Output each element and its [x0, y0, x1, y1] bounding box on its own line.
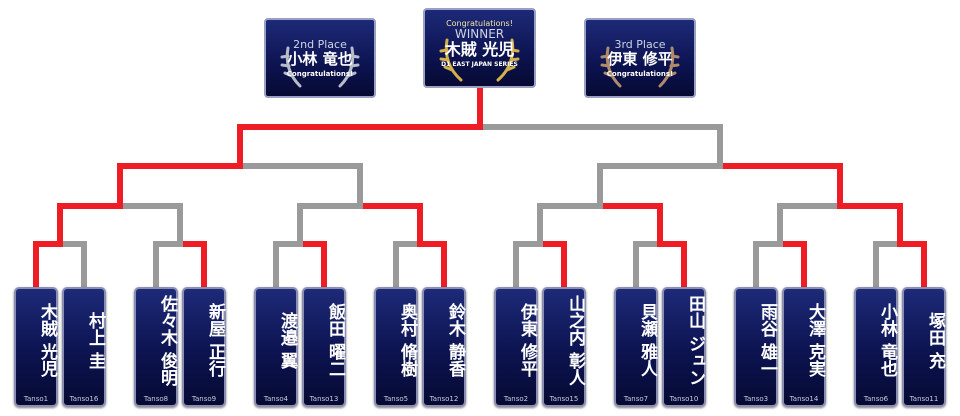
player-name: 鈴木 静香 — [445, 303, 465, 377]
player-tanso: Tanso14 — [789, 395, 819, 403]
player-tanso: Tanso1 — [23, 395, 49, 403]
winner-heading: Congratulations! — [446, 19, 513, 28]
silver-wreath-icon — [280, 46, 360, 88]
player-name: 村上 圭 — [85, 311, 105, 369]
player-tanso: Tanso4 — [263, 395, 289, 403]
third-place-name: 伊東 修平 — [607, 50, 673, 68]
player-card-1: 木賊 光児 Tanso1 — [14, 287, 58, 407]
winner-card: Congratulations! WINNER 木賊 光児 D1 EAST JA… — [423, 8, 536, 88]
player-card-11: 貝瀬 雅人 Tanso7 — [614, 287, 658, 407]
player-tanso: Tanso13 — [309, 395, 339, 403]
player-card-13: 雨谷 雄一 Tanso3 — [734, 287, 778, 407]
player-card-14: 大澤 克実 Tanso14 — [782, 287, 826, 407]
player-card-12: 田山 ジュン Tanso10 — [662, 287, 706, 407]
player-tanso: Tanso2 — [503, 395, 529, 403]
player-card-15: 小林 竜也 Tanso6 — [854, 287, 898, 407]
player-tanso: Tanso8 — [143, 395, 169, 403]
player-card-9: 伊東 修平 Tanso2 — [494, 287, 538, 407]
third-place-card: 3rd Place 伊東 修平 Congratulations! — [584, 18, 696, 98]
second-place-card: 2nd Place 小林 竜也 Congratulations! — [264, 18, 376, 98]
player-name: 新屋 正行 — [205, 303, 225, 377]
player-tanso: Tanso7 — [623, 395, 649, 403]
third-place-label: 3rd Place — [614, 38, 666, 51]
player-tanso: Tanso10 — [669, 395, 699, 403]
player-card-7: 奥村 脩樹 Tanso5 — [374, 287, 418, 407]
gold-wreath-icon — [439, 38, 520, 82]
player-card-5: 渡邉 翼 Tanso4 — [254, 287, 298, 407]
player-card-4: 新屋 正行 Tanso9 — [182, 287, 226, 407]
player-tanso: Tanso11 — [909, 395, 939, 403]
player-name: 塚田 充 — [925, 311, 945, 369]
player-name: 小林 竜也 — [877, 303, 897, 377]
player-card-6: 飯田 曜二 Tanso13 — [302, 287, 346, 407]
player-tanso: Tanso3 — [743, 395, 769, 403]
player-card-2: 村上 圭 Tanso16 — [62, 287, 106, 407]
player-name: 山之内 彰人 — [565, 294, 585, 386]
player-card-3: 佐々木 俊明 Tanso8 — [134, 287, 178, 407]
player-card-8: 鈴木 静香 Tanso12 — [422, 287, 466, 407]
player-tanso: Tanso12 — [429, 395, 459, 403]
player-card-10: 山之内 彰人 Tanso15 — [542, 287, 586, 407]
second-place-subtitle: Congratulations! — [286, 70, 354, 78]
player-name: 飯田 曜二 — [325, 303, 345, 377]
player-name: 奥村 脩樹 — [397, 303, 417, 377]
player-card-16: 塚田 充 Tanso11 — [902, 287, 946, 407]
second-place-name: 小林 竜也 — [287, 50, 353, 68]
player-tanso: Tanso6 — [863, 395, 889, 403]
player-name: 貝瀬 雅人 — [637, 303, 657, 377]
player-name: 大澤 克実 — [805, 303, 825, 377]
player-name: 佐々木 俊明 — [157, 294, 177, 386]
winner-name: 木賊 光児 — [444, 40, 515, 59]
bronze-wreath-icon — [600, 46, 680, 88]
player-name: 木賊 光児 — [37, 303, 57, 377]
player-tanso: Tanso5 — [383, 395, 409, 403]
winner-label: WINNER — [454, 27, 505, 41]
player-tanso: Tanso15 — [549, 395, 579, 403]
winner-subtitle: D1 EAST JAPAN SERIES — [441, 61, 518, 68]
player-tanso: Tanso9 — [191, 395, 217, 403]
third-place-subtitle: Congratulations! — [606, 70, 674, 78]
second-place-label: 2nd Place — [293, 38, 347, 51]
player-name: 田山 ジュン — [685, 294, 705, 386]
player-name: 渡邉 翼 — [277, 311, 297, 369]
player-name: 雨谷 雄一 — [757, 303, 777, 377]
player-name: 伊東 修平 — [517, 303, 537, 377]
player-tanso: Tanso16 — [69, 395, 99, 403]
